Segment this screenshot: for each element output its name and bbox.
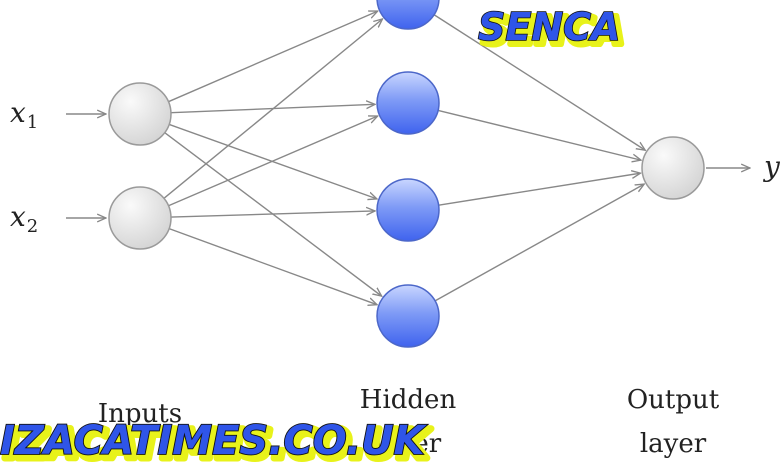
svg-text:IZACATIMES.CO.UK: IZACATIMES.CO.UK [4, 422, 432, 468]
svg-text:SENCA: SENCA [482, 9, 624, 53]
input-label-x2: x2 [10, 200, 38, 237]
input-node-1 [108, 82, 172, 146]
hidden-node-1 [376, 0, 440, 30]
edge-hidden-4-output [434, 184, 644, 302]
hidden-node-3 [376, 178, 440, 242]
edge-input-2-hidden-2 [168, 116, 377, 207]
watermark-top: SENCA SENCA [477, 4, 627, 56]
svg-text:SENCA: SENCA [478, 5, 620, 49]
edge-hidden-2-output [437, 109, 641, 160]
output-node [641, 136, 705, 200]
watermark-bottom: IZACATIMES.CO.UK IZACATIMES.CO.UK [0, 417, 435, 470]
connections [163, 11, 645, 305]
layer-label-inputs: Inputs [98, 399, 182, 429]
hidden-node-4 [376, 284, 440, 348]
output-label-y: y [762, 150, 780, 183]
edge-hidden-1-output [433, 14, 645, 150]
layer-label-output-line1: Output [627, 385, 720, 415]
edge-input-1-hidden-1 [168, 11, 377, 103]
input-label-x1: x1 [10, 96, 38, 133]
edge-hidden-3-output [438, 173, 641, 206]
layer-label-output-line2: layer [640, 429, 707, 459]
hidden-node-2 [376, 71, 440, 135]
layer-label-hidden-line2: layer [375, 429, 442, 459]
svg-text:IZACATIMES.CO.UK: IZACATIMES.CO.UK [0, 418, 428, 464]
edge-input-2-hidden-1 [163, 19, 383, 199]
layer-label-hidden-line1: Hidden [360, 385, 457, 415]
edge-input-2-hidden-3 [170, 211, 375, 218]
edge-input-2-hidden-4 [168, 227, 377, 305]
input-node-2 [108, 186, 172, 250]
